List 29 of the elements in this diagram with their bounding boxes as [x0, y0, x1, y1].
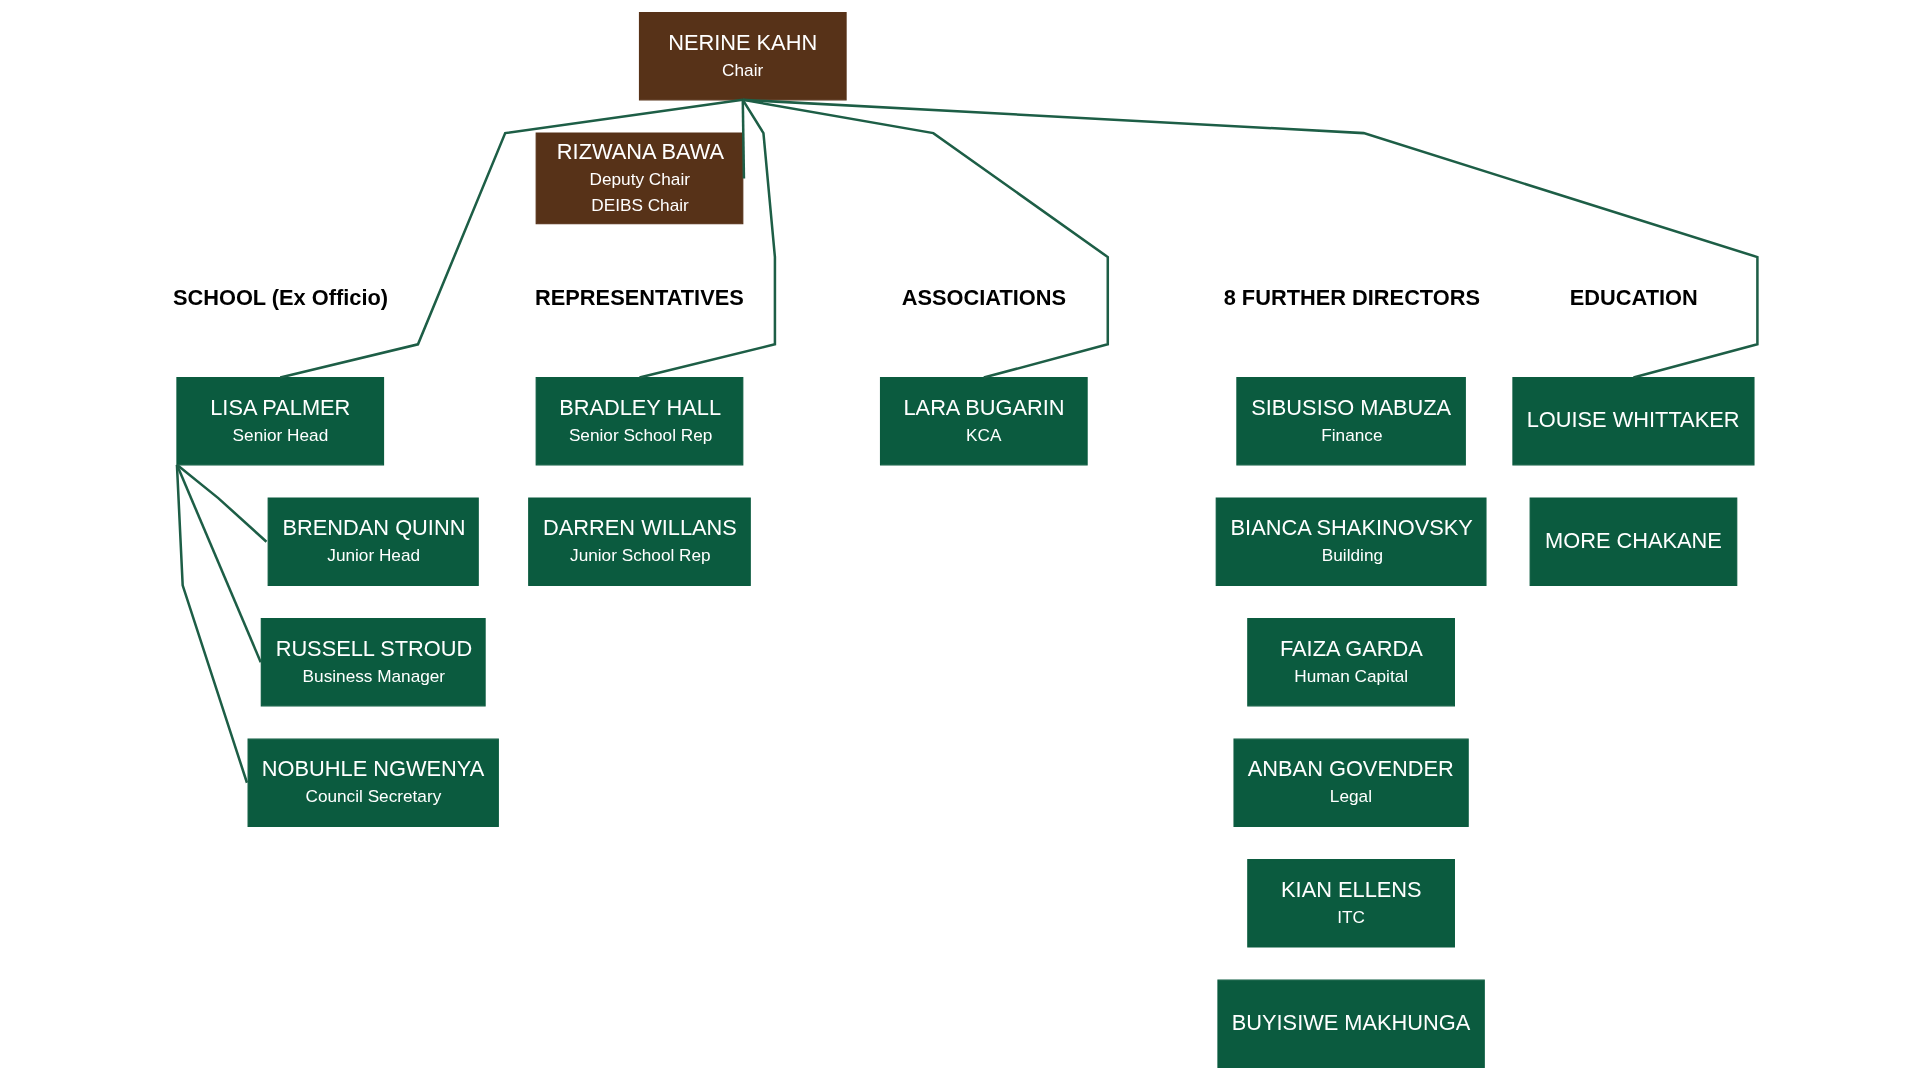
node-box: KIAN ELLENS ITC	[1247, 859, 1455, 948]
node-box: BRENDAN QUINN Junior Head	[267, 497, 479, 586]
connector	[175, 464, 249, 784]
label: EDUCATION	[1569, 284, 1698, 310]
node-box: LARA BUGARIN KCA	[879, 377, 1088, 466]
node-box: NERINE KAHN Chair	[638, 12, 847, 101]
connector	[741, 99, 746, 179]
connector	[176, 463, 268, 543]
label: REPRESENTATIVES	[535, 284, 744, 310]
node-box: BUYISIWE MAKHUNGA	[1217, 979, 1485, 1068]
node-box: LISA PALMER Senior Head	[176, 377, 385, 466]
node-box: BIANCA SHAKINOVSKY Building	[1215, 497, 1487, 586]
node-box: RUSSELL STROUD Business Manager	[260, 618, 486, 707]
node-box: DARREN WILLANS Junior School Rep	[528, 497, 751, 586]
node-box: SIBUSISO MABUZA Finance	[1236, 377, 1466, 466]
connector	[742, 98, 1759, 379]
node-box: MORE CHAKANE	[1529, 497, 1738, 586]
label: SCHOOL (Ex Officio)	[172, 284, 389, 310]
connector	[639, 99, 777, 379]
node-box: RIZWANA BAWA Deputy Chair DEIBS Chair	[535, 132, 744, 225]
connector	[742, 98, 1110, 379]
node-box: LOUISE WHITTAKER	[1512, 377, 1755, 466]
node-box: BRADLEY HALL Senior School Rep	[535, 377, 744, 466]
node-box: ANBAN GOVENDER Legal	[1233, 738, 1469, 827]
node-box: NOBUHLE NGWENYA Council Secretary	[247, 738, 499, 827]
label: ASSOCIATIONS	[901, 284, 1067, 310]
node-box: FAIZA GARDA Human Capital	[1247, 618, 1455, 707]
label: 8 FURTHER DIRECTORS	[1223, 284, 1481, 310]
connector	[175, 464, 262, 663]
